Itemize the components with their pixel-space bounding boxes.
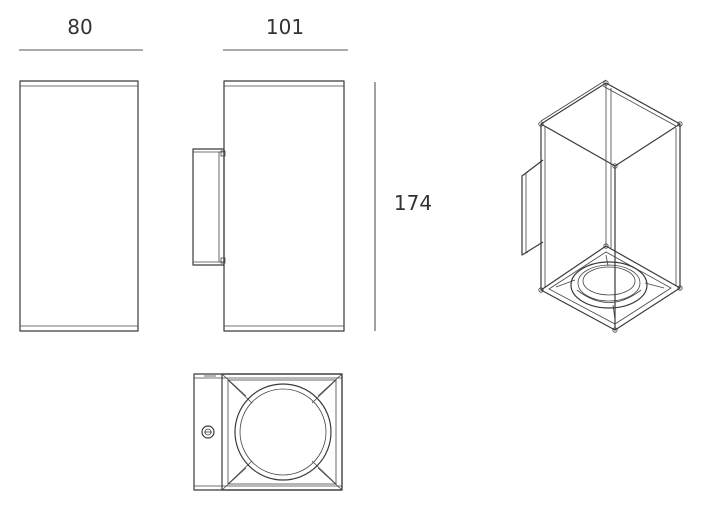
iso-lens-outer [570,261,648,309]
side-view [192,80,345,332]
dimension-width-side-label: 101 [266,15,304,39]
lens-inner [239,388,327,476]
dimension-width-side: 101 [223,15,348,51]
isometric-view [521,79,683,333]
screw-icon [201,425,215,439]
bottom-view [193,373,343,491]
iso-wall-bracket [521,159,544,256]
dimension-height-label: 174 [394,191,432,215]
wall-bracket [192,148,226,266]
dimension-height: 174 [374,82,432,331]
dimension-width-front-label: 80 [67,15,92,39]
front-view [19,80,139,332]
lens-outer [234,383,332,481]
dimension-width-front: 80 [19,15,143,51]
iso-lens-inner [577,264,641,302]
